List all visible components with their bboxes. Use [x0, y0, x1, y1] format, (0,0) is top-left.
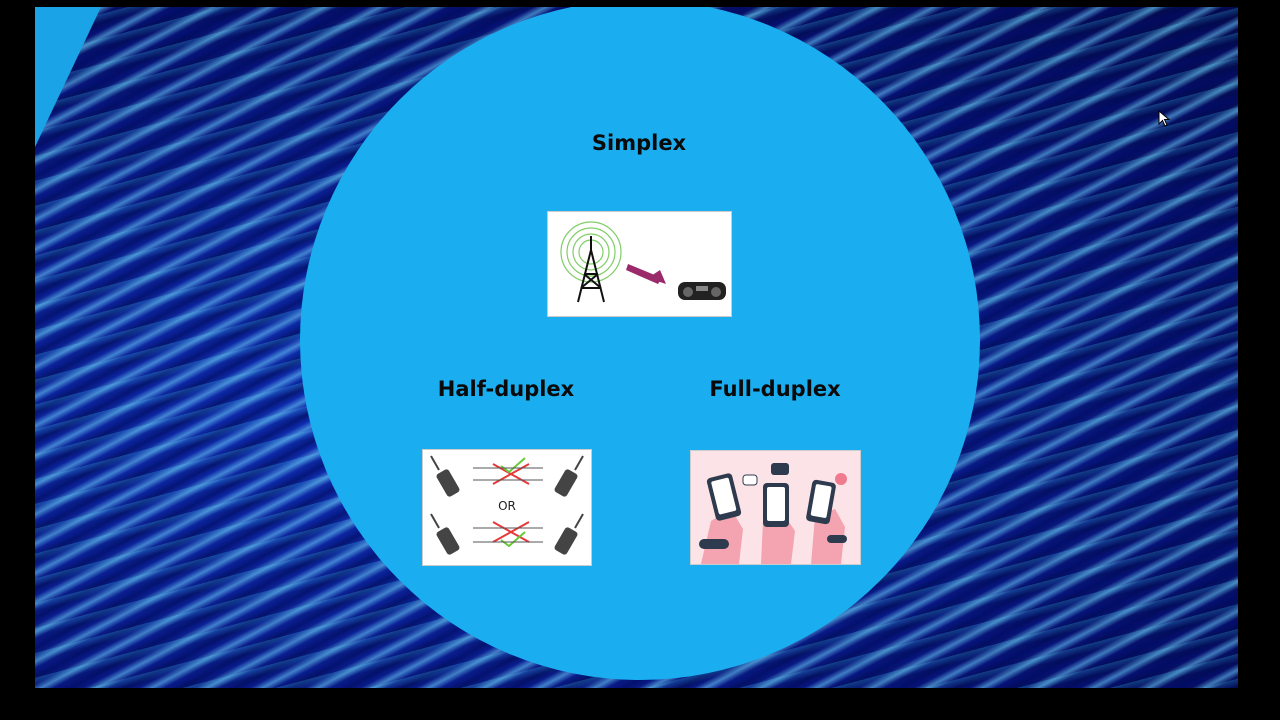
topic-circle	[300, 7, 980, 680]
simplex-image	[548, 212, 731, 316]
presentation-slide: Simplex H	[35, 7, 1238, 688]
or-text: OR	[498, 499, 516, 513]
smartphones-chat-icon	[691, 451, 860, 564]
half-duplex-title: Half-duplex	[437, 377, 575, 401]
simplex-title: Simplex	[591, 131, 687, 155]
corner-accent-shape	[35, 7, 101, 147]
full-duplex-image	[691, 451, 860, 564]
walkie-talkie-icon: OR	[430, 455, 584, 555]
mouse-cursor-icon	[1158, 110, 1171, 127]
full-duplex-title: Full-duplex	[709, 377, 841, 401]
half-duplex-image: OR	[423, 450, 591, 565]
radio-tower-to-radio-icon	[560, 221, 726, 303]
